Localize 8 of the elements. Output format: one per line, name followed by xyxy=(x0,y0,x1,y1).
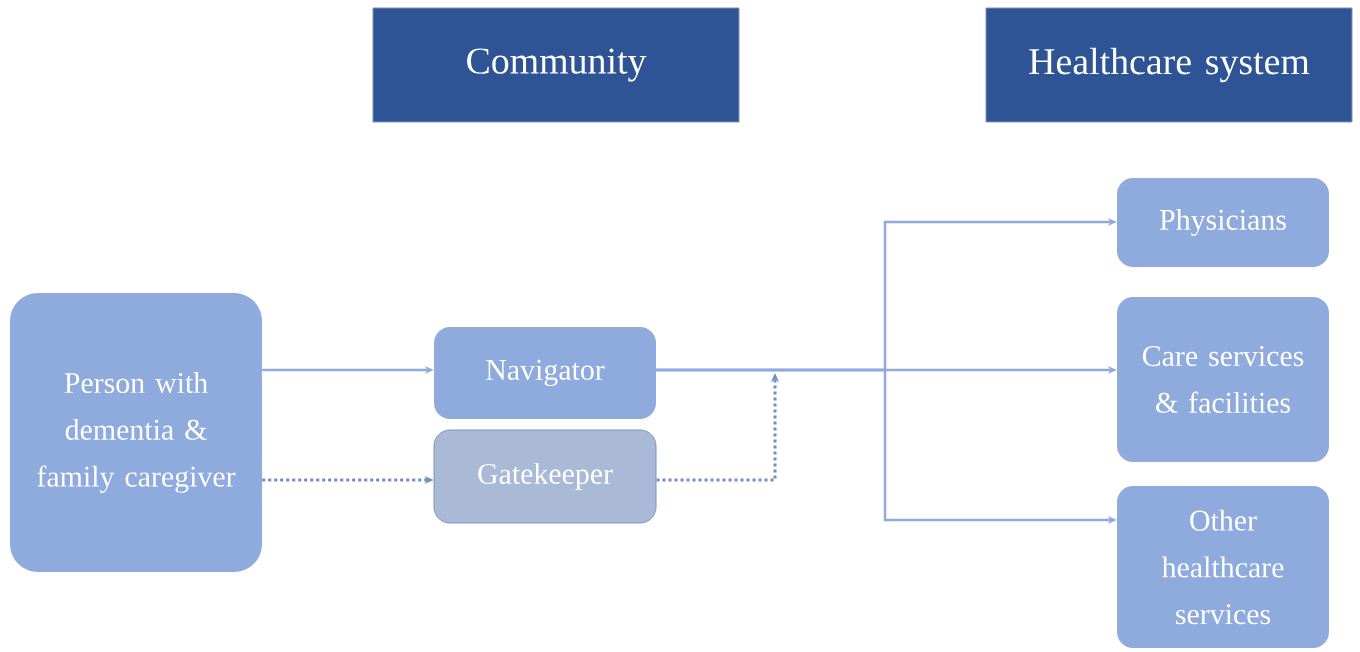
service-box: Navigator xyxy=(434,327,656,419)
gatekeeper-box: Gatekeeper xyxy=(433,429,657,524)
column-header: Healthcare system xyxy=(985,7,1353,123)
person-box: Person with dementia & family caregiver xyxy=(10,293,262,572)
service-box: Other healthcare services xyxy=(1117,486,1329,648)
service-box: Physicians xyxy=(1117,178,1329,267)
service-box: Care services & facilities xyxy=(1117,297,1329,462)
column-header: Community xyxy=(372,7,740,123)
